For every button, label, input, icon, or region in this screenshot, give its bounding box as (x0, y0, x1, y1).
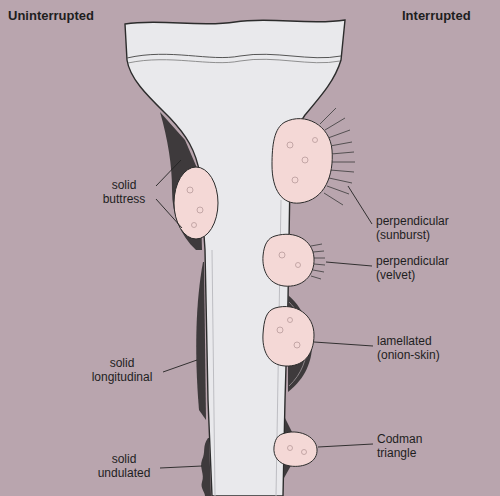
growth-plate (128, 59, 340, 63)
callout-label: lamellated (onion-skin) (377, 334, 461, 363)
lesion (263, 234, 314, 286)
lesion-texture (187, 138, 318, 455)
column-heading: Uninterrupted (8, 8, 94, 24)
callout-label: solid undulated (92, 452, 156, 481)
leader-line (156, 160, 373, 468)
lesion (272, 119, 332, 204)
callout-label: solid buttress (94, 178, 154, 207)
cortex-line (212, 250, 215, 496)
lesion (274, 432, 317, 466)
callout-label: Codman triangle (377, 432, 437, 461)
growth-plate (127, 54, 341, 58)
callout-label: perpendicular (sunburst) (376, 214, 466, 243)
callout-label: solid longitudinal (84, 356, 160, 385)
lesion (263, 307, 314, 367)
lesion (174, 167, 218, 239)
column-heading: Interrupted (402, 8, 471, 24)
longitudinal-reaction (196, 262, 206, 420)
bone-outline (125, 20, 345, 496)
callout-label: perpendicular (velvet) (376, 254, 466, 283)
